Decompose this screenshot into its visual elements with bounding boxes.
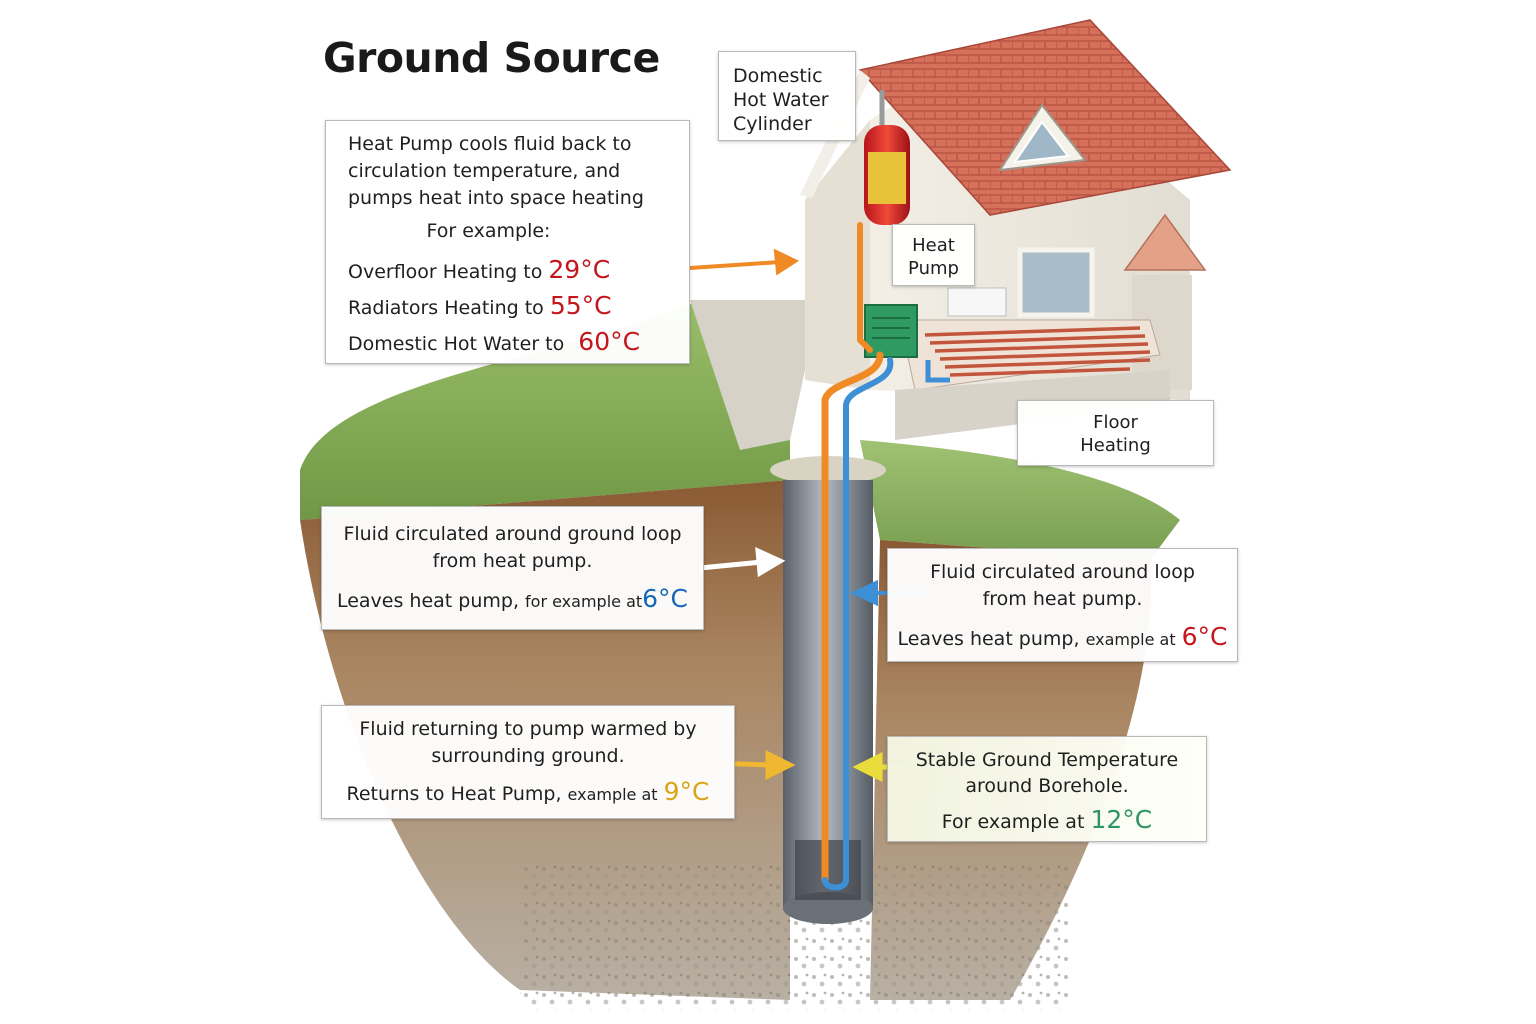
footpath [690,300,820,450]
leaves-text: Leaves heat pump, [336,590,519,612]
returns-text: Returns to Heat Pump, [346,783,562,805]
heat-pump-callout: Heat Pump cools fluid back to circulatio… [325,120,690,364]
callout-line: Fluid returning to pump warmed by [359,718,697,740]
ground-temp: 12°C [1090,805,1153,834]
domestic-hot-water-temp: 60°C [578,327,641,356]
return-temp: 9°C [663,777,710,806]
example-text: example at [567,785,658,804]
window [1017,247,1095,318]
outflow-temp: 6°C [642,584,689,613]
radiators-temp: 55°C [549,291,612,320]
radiator [947,287,1007,317]
hot-water-cylinder-label: Domestic Hot Water Cylinder [718,51,856,141]
example-text: example at [1085,630,1176,649]
leaves-heat-pump-line: Leaves heat pump, for example at6°C [322,585,703,615]
flow-loop-pipe [821,351,884,884]
page-title: Ground Source [323,34,660,82]
stable-example-line: For example at 12°C [888,807,1206,835]
returning-fluid-callout: Fluid returning to pump warmed by surrou… [321,705,735,819]
leaves-text: Leaves heat pump, [897,628,1080,650]
label-line: Heat [912,235,955,256]
arrow-heat-pump [689,248,800,276]
return-pipe-house [925,360,950,383]
callout-line: from heat pump. [432,550,593,572]
floor-heating-coils [924,326,1151,377]
porch-roof [1123,213,1207,271]
grass-lawn-right [860,440,1180,560]
label-line: Hot Water [733,89,829,111]
overfloor-heating-row: Overfloor Heating to 29°C [348,251,669,291]
heat-pump-label: Heat Pump [892,224,975,286]
radiators-heating-row: Radiators Heating to 55°C [348,287,669,327]
leaves-heat-pump-line: Leaves heat pump, example at 6°C [888,623,1237,653]
arrow-flow-left [699,546,786,578]
row-label: Overfloor Heating to [348,261,543,283]
label-line: Cylinder [733,113,812,135]
overfloor-temp: 29°C [548,255,611,284]
stable-ground-temperature-callout: Stable Ground Temperature around Borehol… [887,736,1207,842]
house [800,19,1232,440]
heat-pump-unit [864,304,918,358]
flow-pipe-house [857,222,873,353]
domestic-hot-water-row: Domestic Hot Water to 60°C [348,323,669,363]
callout-line: Stable Ground Temperature [915,749,1179,771]
callout-line: circulation temperature, and [348,160,621,182]
row-label: Radiators Heating to [348,297,544,319]
loop-temp: 6°C [1181,622,1228,651]
callout-line: pumps heat into space heating [348,187,644,209]
example-label: For example: [426,220,551,242]
callout-line: around Borehole. [965,775,1129,797]
loop-circulation-callout: Fluid circulated around loop from heat p… [887,548,1238,662]
callout-line: Heat Pump cools fluid back to [348,133,632,155]
return-loop-pipe [822,357,894,891]
callout-line: Fluid circulated around ground loop [343,523,682,545]
label-line: Pump [908,258,959,279]
callout-line: from heat pump. [982,588,1143,610]
row-label: Domestic Hot Water to [348,333,565,355]
label-line: Floor [1093,412,1138,433]
callout-line: Fluid circulated around loop [930,561,1195,583]
ground-loop-outflow-callout: Fluid circulated around ground loop from… [321,506,704,630]
callout-line: surrounding ground. [431,745,625,767]
label-line: Domestic [733,65,823,87]
example-text: for example at [525,592,643,611]
floor-heating-label: Floor Heating [1017,400,1214,466]
returns-line: Returns to Heat Pump, example at 9°C [322,778,734,808]
house-side-wall [805,120,870,390]
label-line: Heating [1080,435,1151,456]
example-text: For example at [941,811,1085,833]
